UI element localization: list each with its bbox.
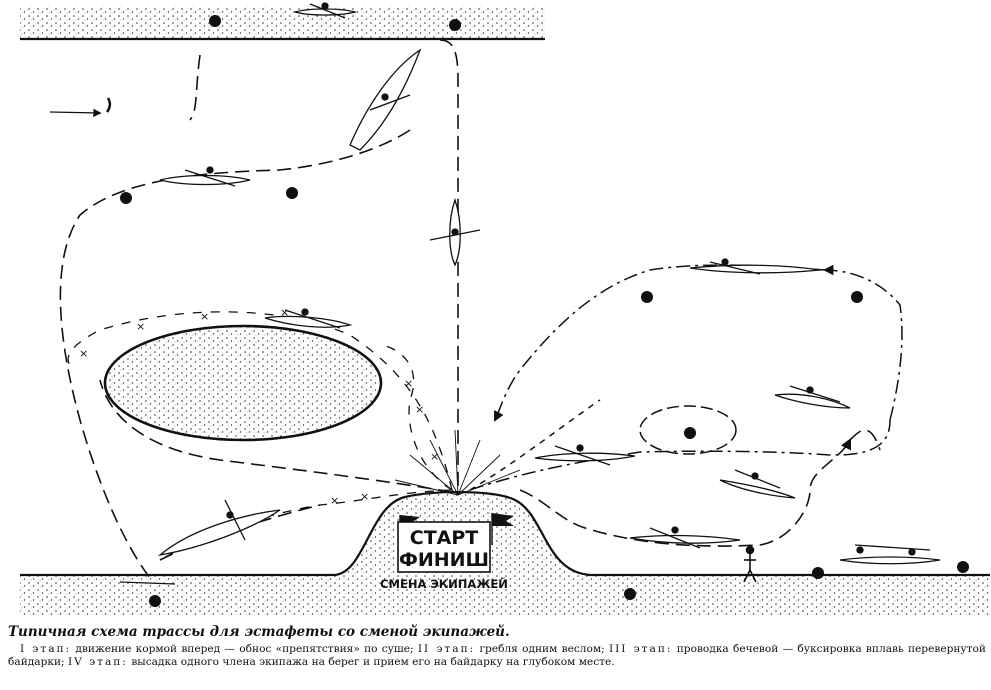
kayak-icon [534, 444, 636, 466]
stage3-label: III этап: [608, 643, 673, 655]
start-label: СТАРТ [410, 527, 479, 549]
stage4-text: высадка одного члена экипажа на берег и … [127, 655, 615, 668]
relay-course-diagram: × × × × × × × × × [20, 2, 990, 615]
svg-text:×: × [415, 403, 424, 416]
crew-change-label: СМЕНА ЭКИПАЖЕЙ [380, 576, 508, 591]
stage2-x-marks: × × × × × × × × × [79, 306, 439, 507]
stage4-label: IV этап: [68, 655, 128, 668]
current-arrow-icon [49, 97, 112, 118]
island [103, 324, 383, 442]
svg-text:×: × [360, 490, 369, 503]
kayak-icon [629, 526, 741, 549]
buoy-icon [624, 588, 636, 600]
figure-caption: Типичная схема трассы для эстафеты со см… [8, 624, 510, 640]
buoy-icon [149, 595, 161, 607]
kayak-icon [159, 166, 251, 187]
svg-text:×: × [136, 320, 145, 333]
bottom-shore [20, 490, 990, 615]
start-rays [394, 429, 521, 496]
buoy-icon [812, 567, 824, 579]
svg-text:×: × [280, 306, 289, 319]
kayak-icon [774, 385, 851, 409]
buoy-icon [851, 291, 863, 303]
stage2-label: II этап: [417, 643, 476, 655]
stage3-route [469, 264, 903, 491]
buoy-icon [449, 19, 461, 31]
kayak-icon [839, 544, 941, 565]
svg-text:×: × [79, 347, 88, 360]
kayak-icon [719, 469, 796, 499]
top-shore [20, 6, 545, 41]
kayak-icon [689, 258, 821, 275]
kayaks [157, 2, 941, 565]
finish-label: ФИНИШ [399, 549, 489, 571]
kayak-icon [429, 198, 481, 267]
stage2-text: гребля одним веслом; [475, 643, 609, 655]
svg-text:×: × [330, 494, 339, 507]
buoy-icon [120, 192, 132, 204]
svg-text:×: × [404, 377, 413, 390]
buoy-icon [684, 427, 696, 439]
buoy-icon [957, 561, 969, 573]
flag-icon [491, 513, 514, 545]
figure-legend: I этап: движение кормой вперед — обнос «… [8, 643, 986, 668]
buoy-icon [286, 187, 298, 199]
kayak-icon [264, 308, 353, 329]
svg-text:×: × [200, 310, 209, 323]
stage4-route [519, 429, 881, 547]
stage1-text: движение кормой вперед — обнос «препятст… [71, 643, 418, 655]
kayak-icon [349, 48, 422, 151]
buoys [120, 15, 969, 607]
buoy-icon [209, 15, 221, 27]
stage3-text: проводка бечевой — буксировка вплавь пер… [8, 643, 986, 668]
kayak-icon [157, 499, 281, 557]
stage1-label: I этап: [20, 643, 72, 655]
start-finish: СТАРТ ФИНИШ СМЕНА ЭКИПАЖЕЙ [380, 513, 514, 591]
kayak-icon [292, 2, 358, 19]
stage1-route [59, 39, 459, 579]
buoy-loop [639, 405, 737, 455]
buoy-icon [641, 291, 653, 303]
svg-text:×: × [430, 450, 439, 463]
person-on-shore [743, 545, 757, 583]
